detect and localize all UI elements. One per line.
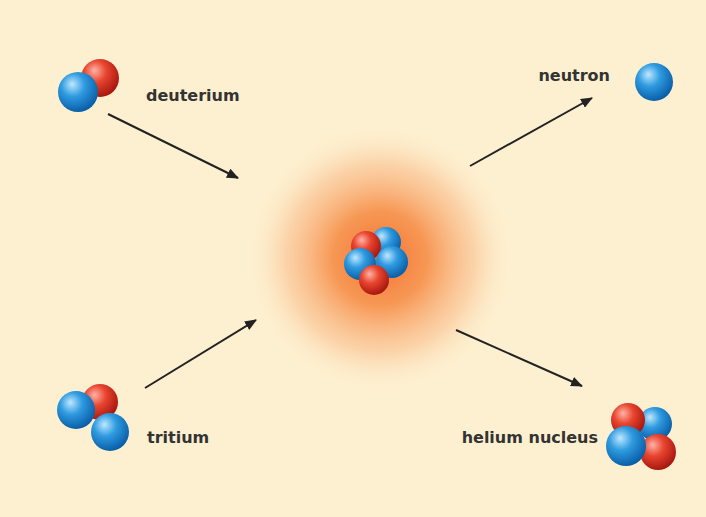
neutron-ball [57, 391, 95, 429]
arrow [470, 98, 592, 166]
arrow [456, 330, 582, 386]
tritium-nucleus [57, 384, 129, 451]
neutron-ball [606, 426, 646, 466]
proton [640, 434, 676, 470]
fused-nucleus [344, 227, 408, 295]
part-label: neutron [538, 66, 610, 85]
part-label: deuterium [146, 86, 240, 105]
deuterium-nucleus [58, 59, 119, 112]
part-label: helium nucleus [462, 428, 598, 447]
arrow [145, 320, 256, 388]
proton [359, 265, 389, 295]
arrow [108, 114, 238, 178]
part-label: tritium [147, 428, 209, 447]
neutron-ball [635, 63, 673, 101]
helium-nucleus [606, 403, 676, 470]
neutron-ball [91, 413, 129, 451]
neutron-ball [58, 72, 98, 112]
